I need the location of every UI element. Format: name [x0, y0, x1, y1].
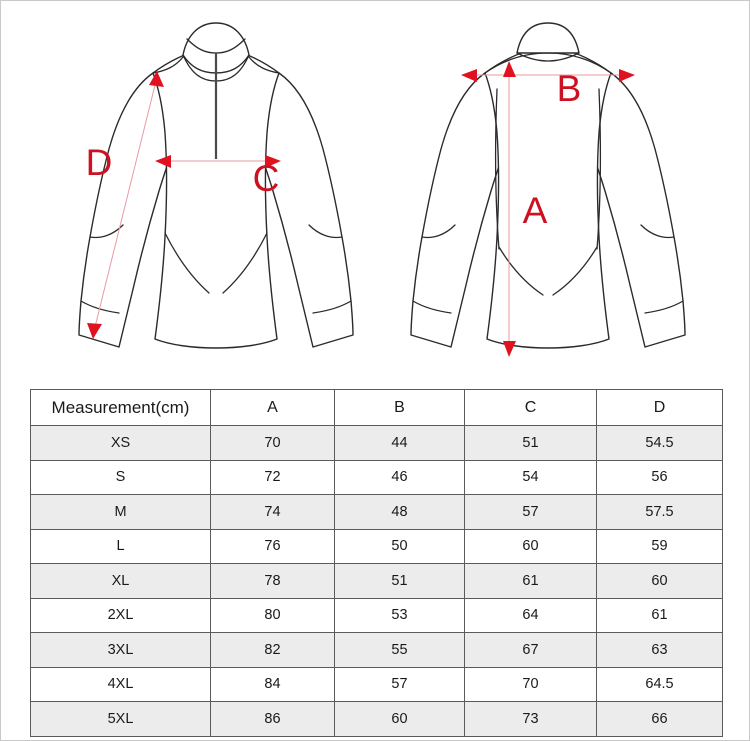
- size-label: 5XL: [30, 701, 211, 737]
- table-body: XS 70 44 51 54.5 S 72 46 54 56 M 74 48: [30, 425, 723, 737]
- cell-a: 80: [210, 597, 335, 633]
- table-header: Measurement(cm) A B C D: [30, 389, 723, 426]
- cell-b: 60: [334, 701, 465, 737]
- dimension-label-c: C: [253, 158, 280, 199]
- cell-a: 78: [210, 563, 335, 599]
- cell-b: 48: [334, 494, 465, 530]
- cell-c: 61: [464, 563, 597, 599]
- cell-c: 67: [464, 632, 597, 668]
- table-row: XS 70 44 51 54.5: [30, 425, 723, 461]
- cell-b: 57: [334, 666, 465, 702]
- cell-c: 51: [464, 425, 597, 461]
- cell-c: 64: [464, 597, 597, 633]
- column-header-measurement: Measurement(cm): [30, 389, 211, 426]
- size-label: L: [30, 528, 211, 564]
- cell-d: 61: [596, 597, 723, 633]
- cell-a: 84: [210, 666, 335, 702]
- front-view-illustration: D C: [78, 22, 354, 349]
- size-label: M: [30, 494, 211, 530]
- table-row: XL 78 51 61 60: [30, 563, 723, 599]
- cell-a: 72: [210, 459, 335, 495]
- column-header-b: B: [334, 389, 465, 426]
- cell-b: 44: [334, 425, 465, 461]
- cell-d: 59: [596, 528, 723, 564]
- table-row: 3XL 82 55 67 63: [30, 632, 723, 668]
- cell-a: 70: [210, 425, 335, 461]
- column-header-c: C: [464, 389, 597, 426]
- cell-c: 54: [464, 459, 597, 495]
- dimension-label-b: B: [557, 68, 582, 109]
- cell-b: 53: [334, 597, 465, 633]
- cell-c: 73: [464, 701, 597, 737]
- illustration-area: D C: [1, 1, 749, 379]
- cell-a: 74: [210, 494, 335, 530]
- size-chart-table: Measurement(cm) A B C D XS 70 44 51 54.5…: [30, 389, 723, 737]
- cell-b: 51: [334, 563, 465, 599]
- table-row: L 76 50 60 59: [30, 528, 723, 564]
- cell-d: 66: [596, 701, 723, 737]
- cell-a: 76: [210, 528, 335, 564]
- size-label: XS: [30, 425, 211, 461]
- cell-d: 64.5: [596, 666, 723, 702]
- table-row: 5XL 86 60 73 66: [30, 701, 723, 737]
- size-label: 3XL: [30, 632, 211, 668]
- cell-c: 60: [464, 528, 597, 564]
- size-label: S: [30, 459, 211, 495]
- cell-b: 55: [334, 632, 465, 668]
- cell-d: 57.5: [596, 494, 723, 530]
- table-row: M 74 48 57 57.5: [30, 494, 723, 530]
- dimension-label-a: A: [523, 190, 548, 231]
- table-row: 2XL 80 53 64 61: [30, 597, 723, 633]
- size-label: 2XL: [30, 597, 211, 633]
- cell-c: 57: [464, 494, 597, 530]
- column-header-d: D: [596, 389, 723, 426]
- cell-a: 86: [210, 701, 335, 737]
- cell-a: 82: [210, 632, 335, 668]
- column-header-a: A: [210, 389, 335, 426]
- cell-c: 70: [464, 666, 597, 702]
- cell-d: 60: [596, 563, 723, 599]
- cell-d: 63: [596, 632, 723, 668]
- size-label: XL: [30, 563, 211, 599]
- cell-d: 54.5: [596, 425, 723, 461]
- size-table-container: Measurement(cm) A B C D XS 70 44 51 54.5…: [30, 389, 723, 737]
- cell-b: 50: [334, 528, 465, 564]
- size-label: 4XL: [30, 666, 211, 702]
- back-view-illustration: B A: [410, 22, 686, 357]
- cell-d: 56: [596, 459, 723, 495]
- table-row: S 72 46 54 56: [30, 459, 723, 495]
- table-row: 4XL 84 57 70 64.5: [30, 666, 723, 702]
- cell-b: 46: [334, 459, 465, 495]
- table-header-row: Measurement(cm) A B C D: [30, 389, 723, 426]
- dimension-label-d: D: [86, 142, 113, 183]
